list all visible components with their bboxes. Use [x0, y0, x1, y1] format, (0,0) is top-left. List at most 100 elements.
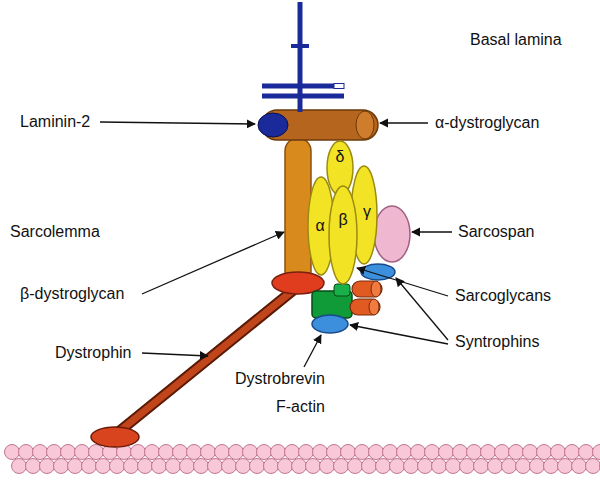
actin-bead — [474, 459, 489, 474]
actin-bead — [194, 459, 209, 474]
laminin-chain — [262, 84, 334, 89]
leader-line — [304, 335, 321, 367]
actin-bead — [222, 459, 237, 474]
band-label: Sarcolemma — [10, 223, 100, 241]
actin-bead — [75, 445, 90, 460]
actin-bead — [418, 459, 433, 474]
actin-bead — [229, 445, 244, 460]
actin-bead — [369, 445, 384, 460]
band-outline — [0, 0, 600, 100]
band-face — [15, 56, 600, 92]
cylinder-cap — [369, 299, 379, 315]
actin-bead — [5, 445, 20, 460]
actin-bead — [467, 445, 482, 460]
actin-bead — [257, 445, 272, 460]
actin-bead — [565, 445, 580, 460]
actin-bead — [159, 445, 174, 460]
actin-bead — [96, 459, 111, 474]
actin-bead — [19, 445, 34, 460]
actin-bead — [397, 445, 412, 460]
protein-label: β-dystroglycan — [20, 285, 124, 303]
dystrophin-rod — [116, 288, 296, 434]
actin-bead — [152, 459, 167, 474]
actin-filament — [5, 445, 600, 474]
subunit-letter: β — [328, 211, 358, 229]
sarcoglycan-shape — [329, 186, 357, 284]
cylinder-shape — [352, 281, 382, 297]
actin-bead — [61, 445, 76, 460]
actin-bead — [33, 445, 48, 460]
actin-bead — [516, 459, 531, 474]
basal-lamina-band: Basal lamina — [0, 0, 600, 100]
actin-bead — [523, 445, 538, 460]
actin-bead — [40, 459, 55, 474]
actin-bead — [586, 459, 600, 474]
leader-line — [396, 278, 448, 340]
actin-bead — [488, 459, 503, 474]
actin-bead — [12, 459, 27, 474]
cylinder-shape — [350, 299, 380, 315]
actin-bead — [453, 445, 468, 460]
protein-label: Sarcospan — [458, 223, 535, 241]
band-face — [0, 92, 600, 210]
subunit-letter: γ — [353, 203, 381, 221]
actin-bead — [383, 445, 398, 460]
actin-bead — [89, 445, 104, 460]
actin-bead — [439, 445, 454, 460]
actin-bead — [124, 459, 139, 474]
actin-bead — [47, 445, 62, 460]
actin-bead — [236, 459, 251, 474]
laminin-tip — [334, 84, 344, 89]
actin-bead — [558, 459, 573, 474]
actin-bead — [404, 459, 419, 474]
actin-bead — [460, 459, 475, 474]
protein-label: α-dystroglycan — [435, 114, 539, 132]
protein-label: Dystrophin — [55, 344, 131, 362]
dystrophin-rod — [116, 288, 296, 434]
actin-bead — [530, 459, 545, 474]
actin-bead — [215, 445, 230, 460]
beta-dystroglycan-shape — [285, 138, 311, 284]
actin-bead — [285, 445, 300, 460]
band-face — [15, 2, 600, 80]
subunit-letter: δ — [326, 148, 354, 166]
actin-bead — [495, 445, 510, 460]
actin-bead — [327, 445, 342, 460]
actin-bead — [572, 459, 587, 474]
actin-bead — [292, 459, 307, 474]
actin-bead — [432, 459, 447, 474]
subunit-letter: α — [306, 217, 334, 235]
actin-bead — [208, 459, 223, 474]
dystrophin-actin-end — [91, 427, 139, 447]
actin-bead — [82, 459, 97, 474]
protein-label: Syntrophins — [455, 333, 540, 351]
protein-label: Laminin-2 — [20, 113, 90, 131]
laminin-chain — [262, 94, 344, 99]
syntrophin-shape — [312, 315, 348, 333]
actin-bead — [278, 459, 293, 474]
sarcospan-shape — [374, 206, 410, 262]
actin-bead — [579, 445, 594, 460]
actin-bead — [334, 459, 349, 474]
band-label: Basal lamina — [470, 31, 562, 49]
actin-bead — [446, 459, 461, 474]
leader-lines — [100, 122, 452, 367]
leader-line — [380, 122, 428, 123]
actin-bead — [544, 459, 559, 474]
laminin-chain — [291, 44, 309, 48]
leader-line — [357, 268, 448, 296]
band-face — [0, 160, 600, 275]
ellipse-outline — [328, 185, 358, 285]
dystrobrevin-shape — [334, 284, 350, 296]
leader-line — [350, 325, 448, 344]
alpha-dystroglycan-cap — [356, 111, 374, 139]
actin-bead — [509, 445, 524, 460]
cylinder-cap — [371, 281, 381, 297]
actin-bead — [411, 445, 426, 460]
actin-bead — [187, 445, 202, 460]
actin-bead — [138, 459, 153, 474]
actin-bead — [362, 459, 377, 474]
leader-line — [100, 122, 255, 124]
actin-bead — [201, 445, 216, 460]
actin-bead — [180, 459, 195, 474]
